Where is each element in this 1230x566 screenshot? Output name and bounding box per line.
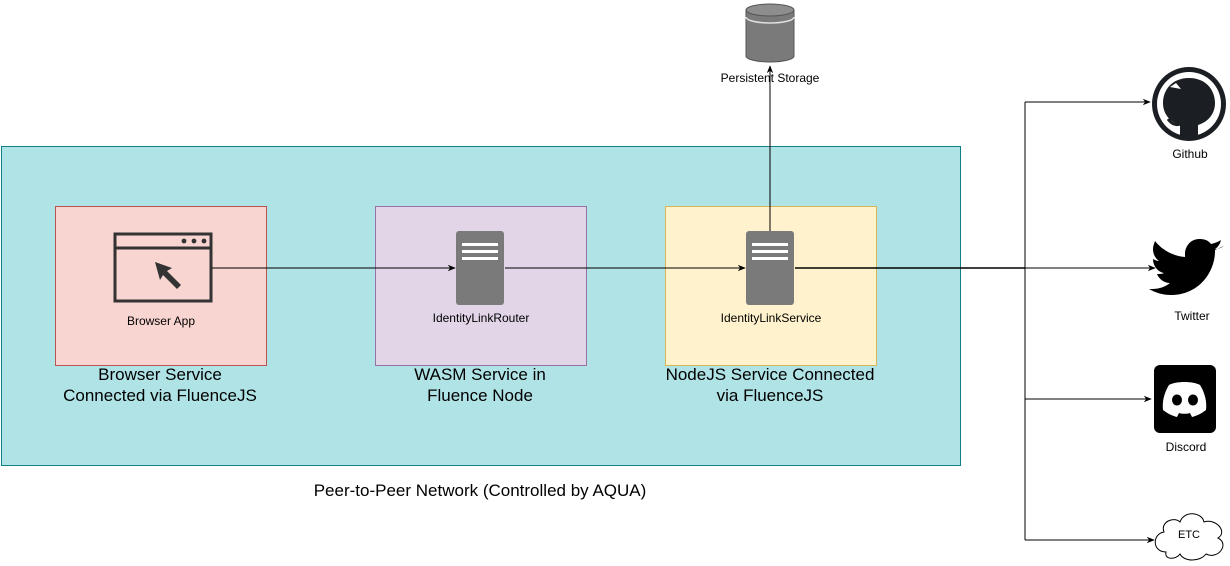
twitter-icon [1149, 239, 1224, 295]
service-label: IdentityLinkService [720, 311, 822, 325]
browser-app-label: Browser App [126, 314, 196, 328]
discord-label: Discord [1165, 440, 1207, 454]
wasm-service-caption: WASM Service in Fluence Node [414, 365, 546, 405]
nodejs-service-caption: NodeJS Service Connected via FluenceJS [665, 365, 875, 405]
database-icon [745, 3, 795, 63]
server-icon [456, 231, 504, 305]
github-label: Github [1172, 147, 1208, 161]
cloud-icon [1154, 513, 1224, 561]
discord-icon [1154, 365, 1216, 433]
etc-label: ETC [1178, 529, 1200, 541]
connectors [212, 65, 1156, 544]
router-label: IdentityLinkRouter [432, 311, 530, 325]
server-icon [746, 231, 794, 305]
storage-label: Persistent Storage [720, 71, 820, 85]
network-label: Peer-to-Peer Network (Controlled by AQUA… [313, 481, 647, 500]
browser-service-caption: Browser Service Connected via FluenceJS [63, 365, 257, 405]
browser-window-icon [113, 232, 213, 303]
github-icon [1152, 67, 1226, 141]
twitter-label: Twitter [1174, 309, 1210, 323]
